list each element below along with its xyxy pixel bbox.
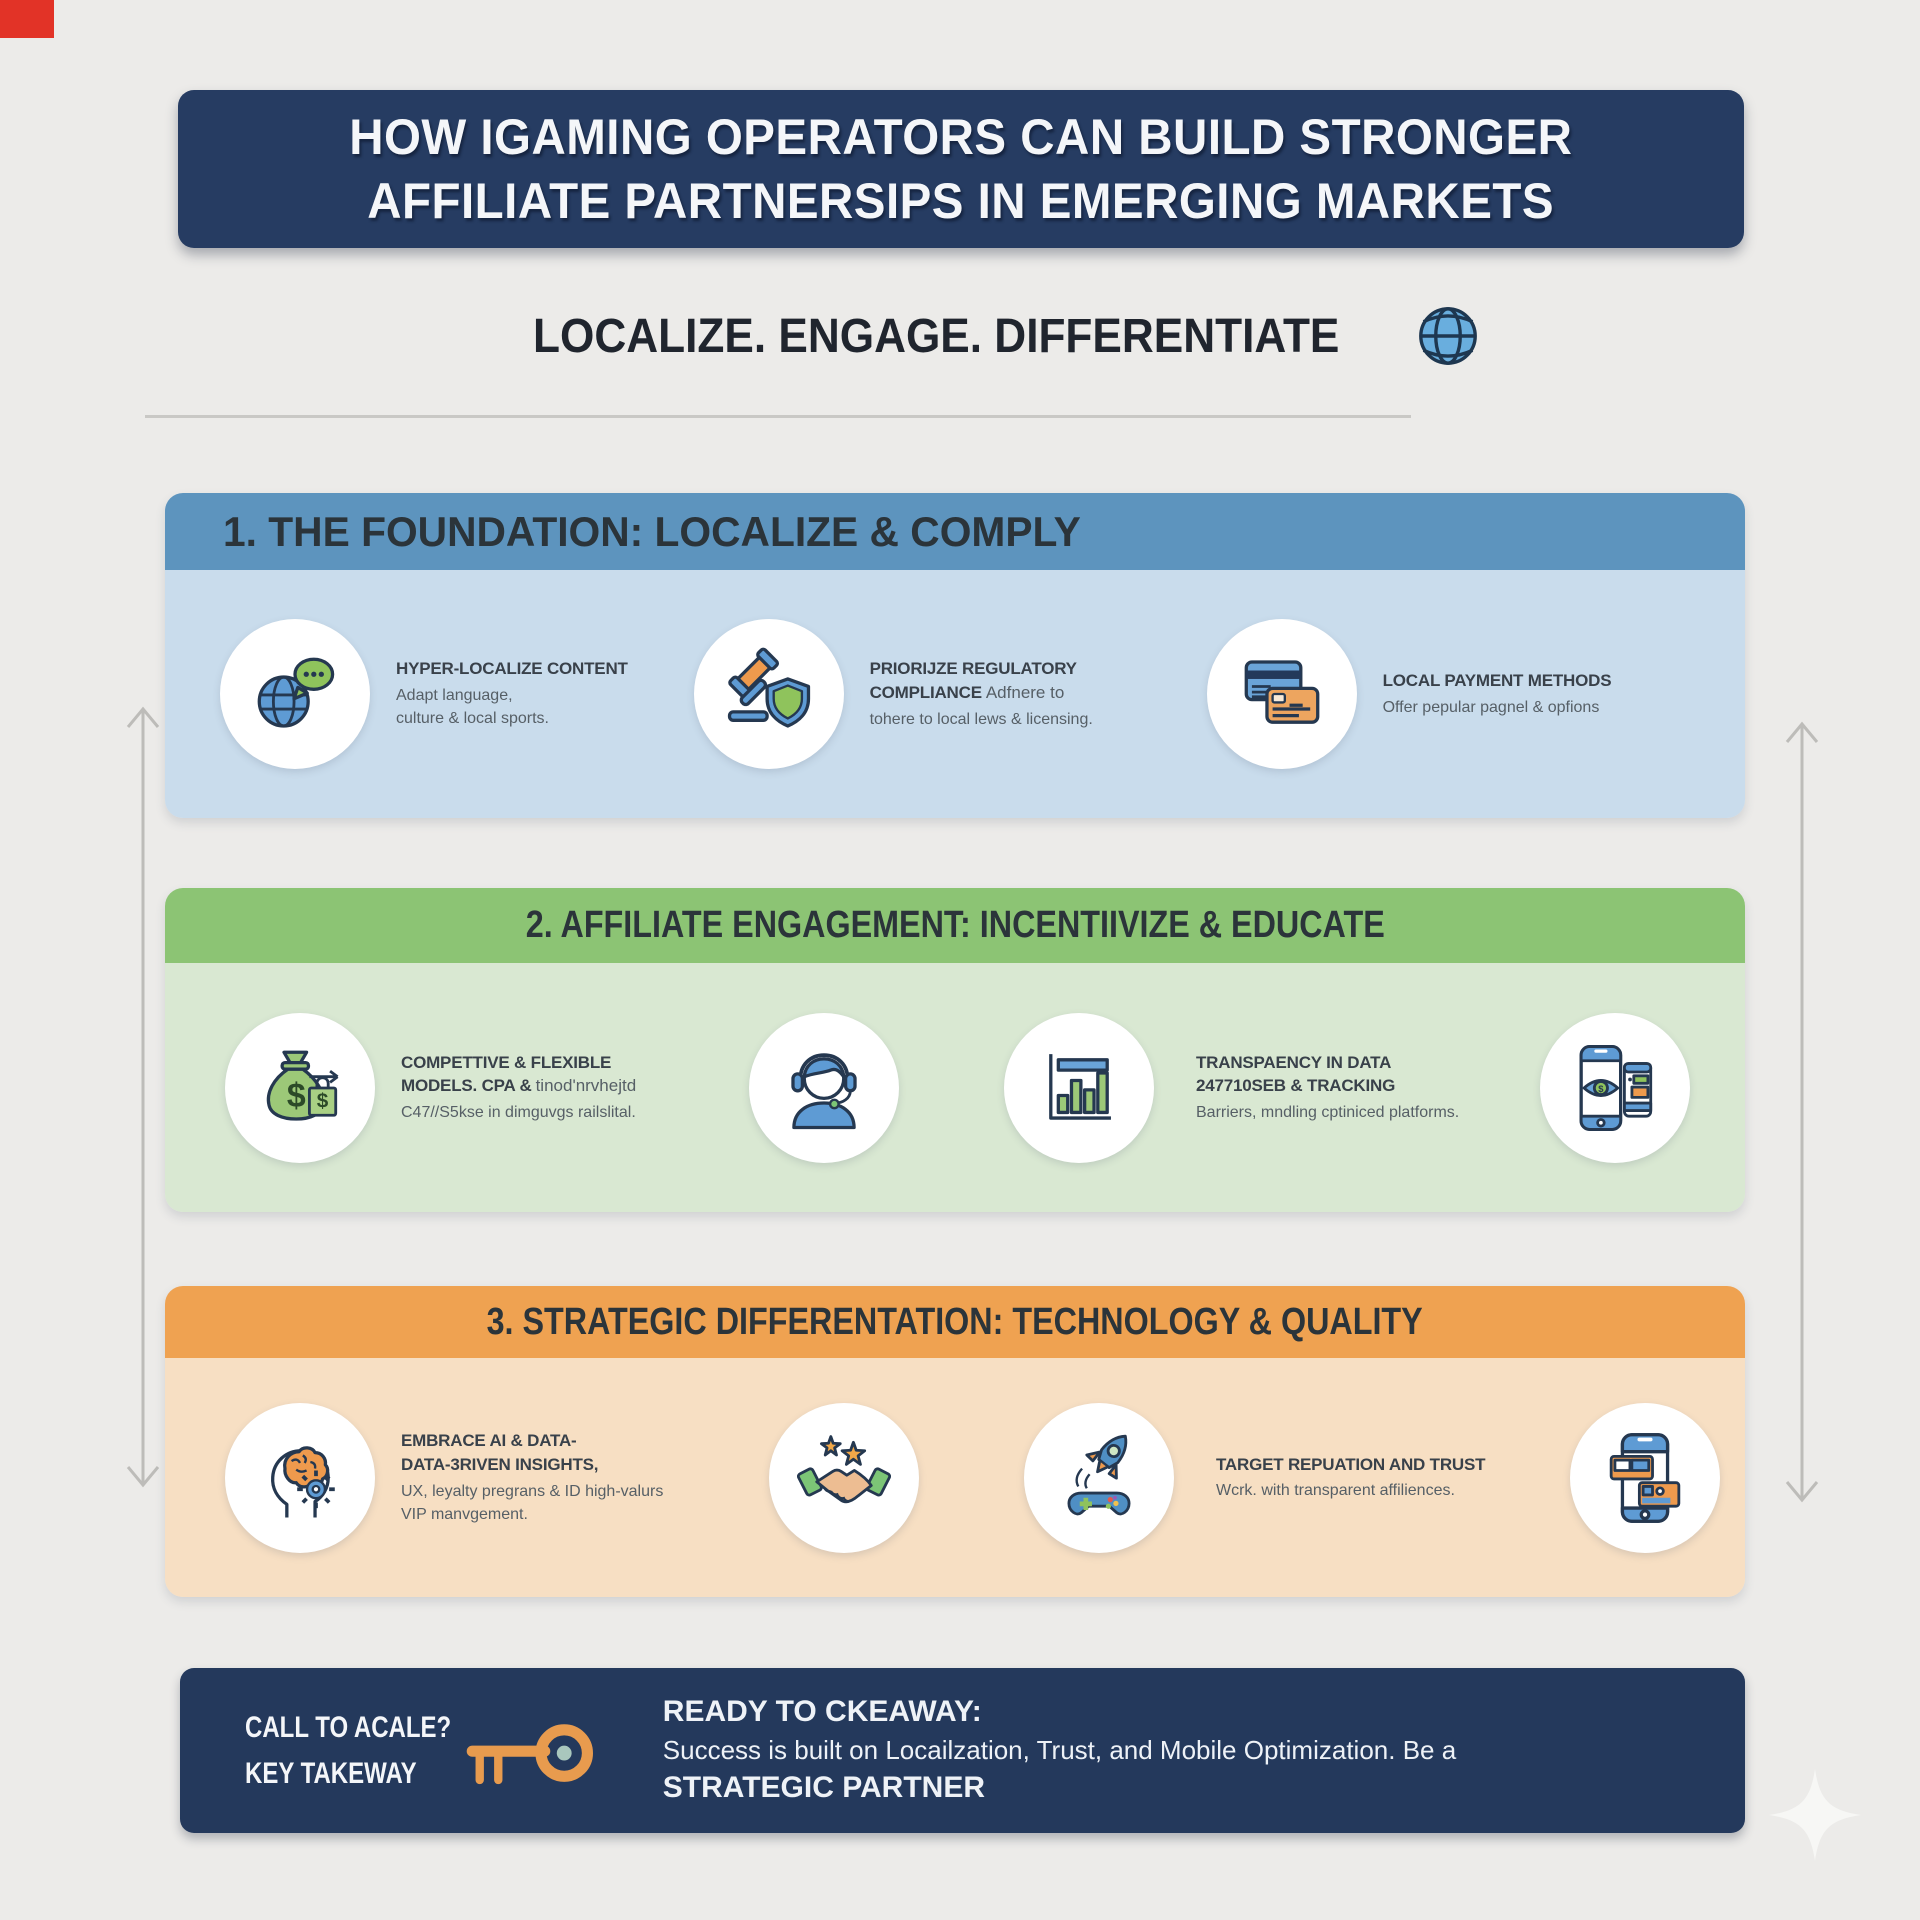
support-agent-icon xyxy=(791,1052,857,1129)
gavel-shield-icon xyxy=(727,647,810,728)
item-desc: Wcrk. with transparent affiliences. xyxy=(1216,1482,1455,1500)
item-gamification xyxy=(1024,1402,1174,1553)
call-to-action-line1: CALL TO ACALE? xyxy=(245,1710,452,1744)
key-icon xyxy=(466,1724,593,1785)
item-title: EMBRACE AI & DATA- DATA-3RIVEN INSIGHTS, xyxy=(401,1431,599,1474)
takeaway-title: READY TO CKEAWAY: xyxy=(662,1695,982,1729)
item-commission-models: $ $ COMPETTIVE & FLEXIBLE MODELS. CPA &t… xyxy=(225,1012,681,1163)
rocket-controller-icon xyxy=(1067,1434,1131,1515)
globe-icon xyxy=(1419,307,1478,365)
section-foundation-title: 1. THE FOUNDATION: LOCALIZE & COMPLY xyxy=(223,507,1081,555)
money-bag-icon: $ $ xyxy=(266,1050,339,1121)
svg-text:$: $ xyxy=(287,1076,306,1114)
page-title-line2: AFFILIATE PARTNERSIPS IN EMERGING MARKET… xyxy=(367,173,1555,229)
section-differentiation: 3. STRATEGIC DIFFERENTATION: TECHNOLOGY … xyxy=(165,1286,1745,1597)
sparkle-icon xyxy=(1769,1769,1861,1861)
section-foundation: 1. THE FOUNDATION: LOCALIZE & COMPLY xyxy=(165,493,1745,818)
section-differentiation-header: 3. STRATEGIC DIFFERENTATION: TECHNOLOGY … xyxy=(165,1286,1745,1358)
red-corner-mark xyxy=(0,0,54,38)
section-engagement-header: 2. AFFILIATE ENGAGEMENT: INCENTIIVIZE & … xyxy=(165,888,1745,963)
item-ai-insights: EMBRACE AI & DATA- DATA-3RIVEN INSIGHTS,… xyxy=(225,1402,701,1553)
item-partnership xyxy=(769,1402,919,1553)
vertical-arrow-right-icon xyxy=(1785,721,1819,1503)
item-desc: tohere to local lews & licensing. xyxy=(869,710,1093,728)
item-title-suffix: Adfnere to xyxy=(985,682,1065,702)
item-local-payments: LOCAL PAYMENT METHODS Offer pepular pagn… xyxy=(1206,619,1690,769)
item-title: TARGET REPUATION AND TRUST xyxy=(1216,1454,1486,1474)
section-differentiation-title: 3. STRATEGIC DIFFERENTATION: TECHNOLOGY … xyxy=(486,1300,1424,1343)
section-engagement-body: $ $ COMPETTIVE & FLEXIBLE MODELS. CPA &t… xyxy=(165,963,1745,1212)
item-title: LOCAL PAYMENT METHODS xyxy=(1382,671,1612,690)
phone-eye-icon: $ xyxy=(1579,1044,1653,1131)
item-support xyxy=(749,1012,899,1163)
item-title: PRIORIJZE REGULATORY COMPLIANCE xyxy=(869,659,1077,702)
item-analytics xyxy=(1004,1012,1154,1163)
item-desc: UX, leyalty pregrans & ID high-valurs VI… xyxy=(401,1482,664,1523)
subtitle-row: LOCALIZE. ENGAGE. DIFFERENTIATE xyxy=(30,302,1920,370)
svg-text:$: $ xyxy=(317,1089,329,1112)
divider-line xyxy=(145,415,1411,418)
payment-cards-icon xyxy=(1244,660,1319,724)
item-hyper-localize: HYPER-LOCALIZE CONTENT Adapt language, c… xyxy=(220,619,694,769)
item-title-suffix: tinod'nrvhejtd xyxy=(535,1076,637,1096)
globe-chat-icon xyxy=(257,657,335,728)
handshake-icon xyxy=(797,1434,891,1503)
section-foundation-header: 1. THE FOUNDATION: LOCALIZE & COMPLY xyxy=(165,493,1745,570)
page-title-line1: HOW IGAMING OPERATORS CAN BUILD STRONGER xyxy=(349,109,1573,165)
item-title: HYPER-LOCALIZE CONTENT xyxy=(396,659,628,679)
phone-cards-icon xyxy=(1609,1432,1681,1523)
item-desc: Offer pepular pagnel & opfions xyxy=(1382,698,1600,716)
section-engagement-title: 2. AFFILIATE ENGAGEMENT: INCENTIIVIZE & … xyxy=(525,904,1385,946)
section-foundation-body: HYPER-LOCALIZE CONTENT Adapt language, c… xyxy=(165,570,1745,818)
title-banner: HOW IGAMING OPERATORS CAN BUILD STRONGER… xyxy=(178,90,1744,248)
takeaway-body: Success is built on Locailzation, Trust,… xyxy=(662,1734,1457,1765)
section-differentiation-body: EMBRACE AI & DATA- DATA-3RIVEN INSIGHTS,… xyxy=(165,1358,1745,1597)
footer-banner: CALL TO ACALE? KEY TAKEWAY READY TO CKEA… xyxy=(180,1668,1745,1833)
item-desc: Barriers, mndling cptiniced platforms. xyxy=(1196,1104,1460,1122)
takeaway-bold: STRATEGIC PARTNER xyxy=(662,1771,986,1805)
subtitle-text: LOCALIZE. ENGAGE. DIFFERENTIATE xyxy=(532,309,1340,363)
svg-text:$: $ xyxy=(1598,1082,1604,1093)
item-transparency: TRANSPAENCY IN DATA 247710SEB & TRACKING… xyxy=(1196,1012,1690,1163)
bar-chart-icon xyxy=(1049,1053,1111,1120)
item-desc: C47//S5kse in dimguvgs railslital. xyxy=(401,1104,636,1122)
item-reputation: TARGET REPUATION AND TRUST Wcrk. with tr… xyxy=(1216,1402,1720,1553)
vertical-arrow-left-icon xyxy=(126,706,160,1488)
ai-head-icon xyxy=(271,1445,335,1517)
call-to-action-line2: KEY TAKEWAY xyxy=(245,1756,417,1790)
section-engagement: 2. AFFILIATE ENGAGEMENT: INCENTIIVIZE & … xyxy=(165,888,1745,1212)
item-title: COMPETTIVE & FLEXIBLE MODELS. CPA & xyxy=(401,1052,612,1096)
item-desc: Adapt language, culture & local sports. xyxy=(396,687,549,728)
item-title: TRANSPAENCY IN DATA 247710SEB & TRACKING xyxy=(1196,1052,1396,1096)
